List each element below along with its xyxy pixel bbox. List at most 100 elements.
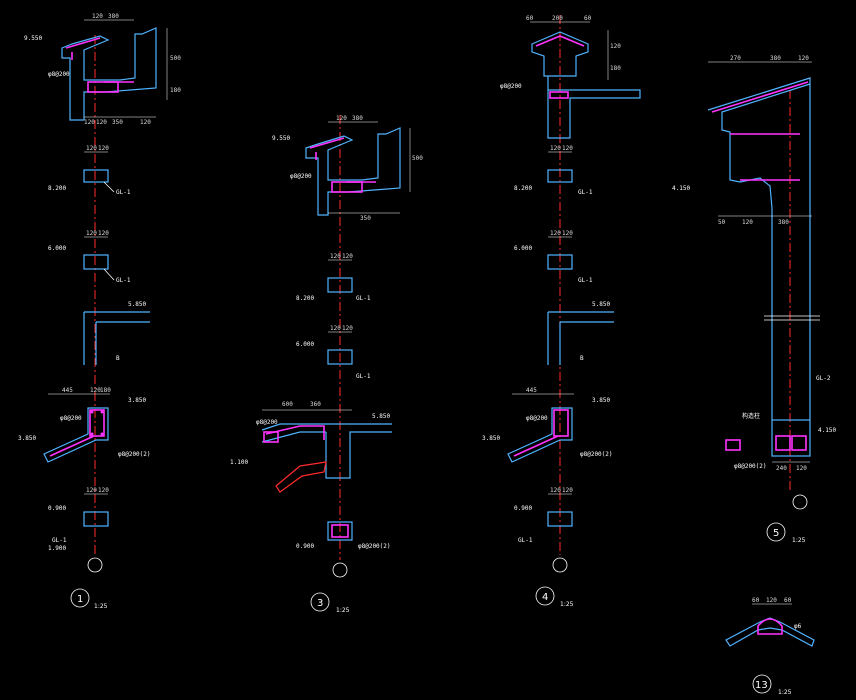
- d13-title-scale: 1:25: [778, 689, 792, 696]
- d1-roof-rebar: [65, 37, 134, 83]
- d4-title-number: 4: [542, 592, 548, 603]
- d1-lintel-middle: [83, 254, 109, 270]
- d4-lintel-upper-dim-a: 120: [550, 145, 561, 152]
- d1-dim-top-b: 380: [108, 13, 119, 20]
- d4-ridge-cap: [531, 31, 589, 77]
- d4-lintel-upper-tag: GL-1: [578, 189, 593, 196]
- d3-red-callout: [275, 461, 327, 493]
- d4-roof-slab: [547, 76, 641, 139]
- d4-dim-top-c: 60: [584, 15, 592, 22]
- d1-lintel-upper-dim-a: 120: [86, 145, 97, 152]
- d1-dim-right-a: 500: [170, 55, 181, 62]
- d3-roof-elev: 9.550: [272, 135, 290, 142]
- d3-lintel-lower-elev: 0.900: [296, 543, 314, 550]
- d4-canopy: [507, 407, 573, 463]
- d3-rebar-note: φ8@200: [290, 173, 312, 180]
- d1-title-number: 1: [77, 594, 83, 605]
- d4-dim-top-b: 200: [552, 15, 563, 22]
- d4-canopy-elev: 3.850: [592, 397, 610, 404]
- d3-dim-top-b: 380: [352, 115, 363, 122]
- d1-roof-section: [61, 27, 157, 121]
- d3-roof-section: [305, 127, 401, 216]
- d5-break-line: [764, 315, 820, 321]
- d1-lintel-middle-dim-b: 120: [98, 230, 109, 237]
- d4-dim-v1: 120: [610, 43, 621, 50]
- d5-dim-top-a: 270: [730, 55, 741, 62]
- d4-lintel-middle-elev: 6.000: [514, 245, 532, 252]
- d1-canopy-overhang: 445: [62, 387, 73, 394]
- d1-dim-bot-b: 120: [96, 119, 107, 126]
- d5-sill-rebar: [725, 439, 741, 451]
- d5-gl2-tag: GL-2: [816, 375, 831, 382]
- d1-slab-corner: [83, 311, 150, 365]
- d3-lintel-middle-dim-a: 120: [330, 325, 341, 332]
- d4-lintel-middle-dim-b: 120: [562, 230, 573, 237]
- d3-title-number: 3: [317, 598, 323, 609]
- d3-dim-right-a: 500: [412, 155, 423, 162]
- d4-canopy-sill: 3.850: [482, 435, 500, 442]
- d5-dim-top-b: 380: [770, 55, 781, 62]
- d5-footing-rebar-a: [775, 435, 791, 451]
- d5-title-bubble: [766, 522, 786, 542]
- d3-span-a: 600: [282, 401, 293, 408]
- d1-canopy-rebar-note: φ8@200: [60, 415, 82, 422]
- d4-lintel-upper-elev: 8.200: [514, 185, 532, 192]
- d1-canopy-bracket-note: φ8@200(2): [118, 451, 151, 458]
- d13-dim-a: 60: [752, 597, 760, 604]
- d4-canopy-slab-rebar: [513, 435, 559, 457]
- d4-wall-note: B: [580, 355, 584, 362]
- d3-canopy-rebar: [265, 425, 325, 440]
- d4-lintel-lower-dim-a: 120: [550, 487, 561, 494]
- d1-dim-right-b: 180: [170, 87, 181, 94]
- d1-axis-bubble: [87, 557, 103, 573]
- d5-base-note: φ8@200(2): [734, 463, 767, 470]
- d3-lintel-middle-dim-b: 120: [342, 325, 353, 332]
- d3-dim-bot-c: 350: [360, 215, 371, 222]
- d1-canopy-dim-a: 120: [90, 387, 101, 394]
- d5-dim-mid-b: 120: [742, 219, 753, 226]
- d13-dim-c: 60: [784, 597, 792, 604]
- d3-lintel-upper-elev: 8.200: [296, 295, 314, 302]
- d4-canopy-overhang: 445: [526, 387, 537, 394]
- d3-axis-bubble: [332, 562, 348, 578]
- d4-rebar-note: φ8@200: [500, 83, 522, 90]
- d1-dim-bot-d: 120: [140, 119, 151, 126]
- d4-title-scale: 1:25: [560, 601, 574, 608]
- d4-slab-elev: 5.850: [592, 301, 610, 308]
- d1-canopy-sill: 3.850: [18, 435, 36, 442]
- d5-elev: 4.150: [818, 427, 836, 434]
- d3-title-bubble: [310, 592, 330, 612]
- d5-footing-rebar-b: [791, 435, 807, 451]
- d3-lintel-upper-tag: GL-1: [356, 295, 371, 302]
- d4-slab-corner: [547, 311, 614, 365]
- d4-lintel-middle: [547, 254, 573, 270]
- d4-axis-bubble: [552, 557, 568, 573]
- d3-lintel-lower-note: φ8@200(2): [358, 543, 391, 550]
- d13-title-number: 13: [755, 680, 768, 691]
- detail-3: 120 380 350 500 9.550 φ8@200 120 120 8.2…: [230, 115, 423, 614]
- d5-eave-rebar: [711, 81, 809, 181]
- d1-lintel-upper-dim-b: 120: [98, 145, 109, 152]
- axis-lines: [94, 15, 791, 560]
- d1-dim-top-a: 120: [92, 13, 103, 20]
- d5-column: [771, 84, 811, 420]
- d4-lintel-lower: [547, 511, 573, 527]
- d1-lintel-lower-elev: 0.900: [48, 505, 66, 512]
- d4-lintel-middle-tag: GL-1: [578, 277, 593, 284]
- d1-lintel-upper-tag: GL-1: [116, 189, 131, 196]
- d3-lintel-middle-tag: GL-1: [356, 373, 371, 380]
- d5-dim-mid-a: 50: [718, 219, 726, 226]
- d1-lintel-middle-elev: 6.000: [48, 245, 66, 252]
- d1-wall-note: B: [116, 355, 120, 362]
- d3-canopy-edge-rebar: [263, 431, 279, 443]
- d1-lintel-upper-elev: 8.200: [48, 185, 66, 192]
- d4-lintel-lower-dim-b: 120: [562, 487, 573, 494]
- d5-column-note: 构造柱: [742, 412, 760, 420]
- d1-lintel-lower-dim-b: 120: [98, 487, 109, 494]
- d3-floor-elev: 5.850: [372, 413, 390, 420]
- detail-13: 60 120 60 φ6 13 1:25: [725, 597, 815, 696]
- d1-rebar-note: φ8@200: [48, 71, 70, 78]
- d1-lintel-lower: [83, 511, 109, 527]
- d13-note: φ6: [794, 623, 802, 630]
- d13-dim-b: 120: [766, 597, 777, 604]
